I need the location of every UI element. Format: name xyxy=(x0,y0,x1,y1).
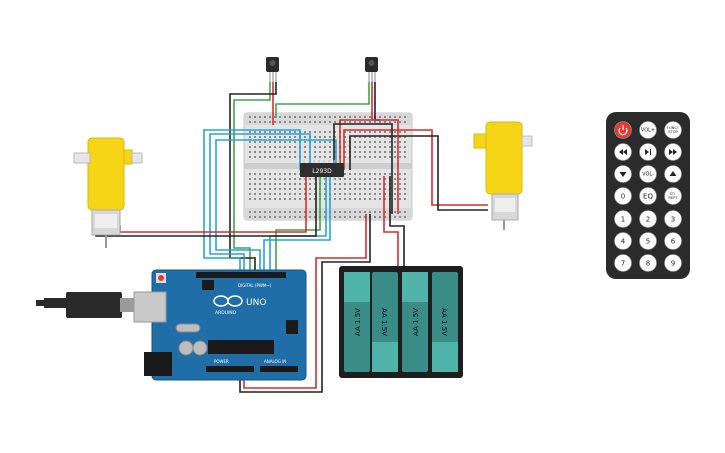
remote-buttons: VOL+ FUNC/ STOP VOL- 0 EQ ST/ REPT 1 2 3 4 5 6 7 8 9 xyxy=(614,121,682,272)
remote-button-func-stop[interactable]: FUNC/ STOP xyxy=(664,121,682,139)
remote-button-2[interactable]: 2 xyxy=(639,210,657,228)
arduino-logo xyxy=(213,295,243,307)
ir-receiver-right[interactable] xyxy=(365,57,378,82)
header-power-label: POWER xyxy=(214,359,229,364)
breadboard-holes xyxy=(249,116,406,218)
remote-button-play-pause[interactable] xyxy=(639,143,657,161)
remote-button-5[interactable]: 5 xyxy=(639,232,657,250)
remote-button-st-rept-label: ST/ REPT xyxy=(668,192,678,200)
remote-button-func-stop-label: FUNC/ STOP xyxy=(667,126,679,134)
remote-button-eq-label: EQ xyxy=(643,193,653,201)
remote-button-8[interactable]: 8 xyxy=(639,254,657,272)
svg-text:AA 1.5V: AA 1.5V xyxy=(412,308,420,336)
remote-button-rewind[interactable] xyxy=(614,143,632,161)
remote-button-vol-down[interactable]: VOL- xyxy=(639,165,657,183)
remote-button-st-rept[interactable]: ST/ REPT xyxy=(664,187,682,205)
remote-button-7[interactable]: 7 xyxy=(614,254,632,272)
remote-button-8-label: 8 xyxy=(646,260,650,268)
battery-cell-2: AA 1.5V xyxy=(372,272,398,372)
remote-button-1-label: 1 xyxy=(621,216,625,224)
svg-text:AA 1.5V: AA 1.5V xyxy=(354,308,362,336)
ir-remote[interactable]: VOL+ FUNC/ STOP VOL- 0 EQ ST/ REPT 1 2 3 4 5 6 7 8 9 xyxy=(606,112,690,279)
header-analog-label: ANALOG IN xyxy=(264,359,286,364)
battery-pack[interactable]: AA 1.5V AA 1.5V AA 1.5V AA 1.5V xyxy=(339,266,463,378)
arduino-brand: ARDUINO xyxy=(215,310,237,316)
remote-button-0[interactable]: 0 xyxy=(614,187,632,205)
fast-forward-icon xyxy=(669,149,677,155)
remote-button-6[interactable]: 6 xyxy=(664,232,682,250)
remote-button-5-label: 5 xyxy=(646,238,650,246)
header-digital-label: DIGITAL (PWM~) xyxy=(238,283,272,288)
arduino-model: UNO xyxy=(246,298,266,308)
power-jack xyxy=(144,352,172,376)
remote-button-0-label: 0 xyxy=(621,193,625,201)
dc-motor-left[interactable] xyxy=(73,137,143,248)
remote-button-9[interactable]: 9 xyxy=(664,254,682,272)
remote-button-power[interactable] xyxy=(614,121,632,139)
remote-button-down[interactable] xyxy=(614,165,632,183)
ir-receiver-left[interactable] xyxy=(266,57,279,82)
remote-button-6-label: 6 xyxy=(671,238,676,246)
remote-button-up[interactable] xyxy=(664,165,682,183)
usb-cable-plug xyxy=(66,292,122,318)
battery-cell-1: AA 1.5V xyxy=(344,272,370,372)
l293d-chip[interactable]: L293D xyxy=(300,160,344,180)
battery-cell-3: AA 1.5V xyxy=(402,272,428,372)
svg-text:AA 1.5V: AA 1.5V xyxy=(440,308,448,336)
remote-button-fast-forward[interactable] xyxy=(664,143,682,161)
remote-button-3[interactable]: 3 xyxy=(664,210,682,228)
remote-button-4[interactable]: 4 xyxy=(614,232,632,250)
remote-button-2-label: 2 xyxy=(646,216,650,224)
play-pause-icon xyxy=(645,149,651,155)
remote-button-3-label: 3 xyxy=(671,216,675,224)
remote-button-vol-down-label: VOL- xyxy=(642,172,654,178)
triangle-down-icon xyxy=(619,172,627,177)
remote-button-1[interactable]: 1 xyxy=(614,210,632,228)
battery-cell-4: AA 1.5V xyxy=(432,272,458,372)
chip-label: L293D xyxy=(312,168,332,175)
remote-button-7-label: 7 xyxy=(621,260,625,268)
atmega-chip xyxy=(208,340,274,354)
remote-button-4-label: 4 xyxy=(621,238,626,246)
dc-motor-right[interactable] xyxy=(473,121,533,230)
remote-button-vol-up-label: VOL+ xyxy=(641,128,655,134)
rewind-icon xyxy=(619,149,627,155)
remote-button-vol-up[interactable]: VOL+ xyxy=(639,121,657,139)
wires xyxy=(95,82,488,393)
remote-button-9-label: 9 xyxy=(671,260,675,268)
power-icon xyxy=(618,125,628,136)
svg-text:AA 1.5V: AA 1.5V xyxy=(380,308,388,336)
triangle-up-icon xyxy=(669,171,677,176)
remote-button-eq[interactable]: EQ xyxy=(639,187,657,205)
arduino-uno[interactable]: UNO ARDUINO DIGITAL (PWM~) POWER ANALOG … xyxy=(36,269,307,381)
